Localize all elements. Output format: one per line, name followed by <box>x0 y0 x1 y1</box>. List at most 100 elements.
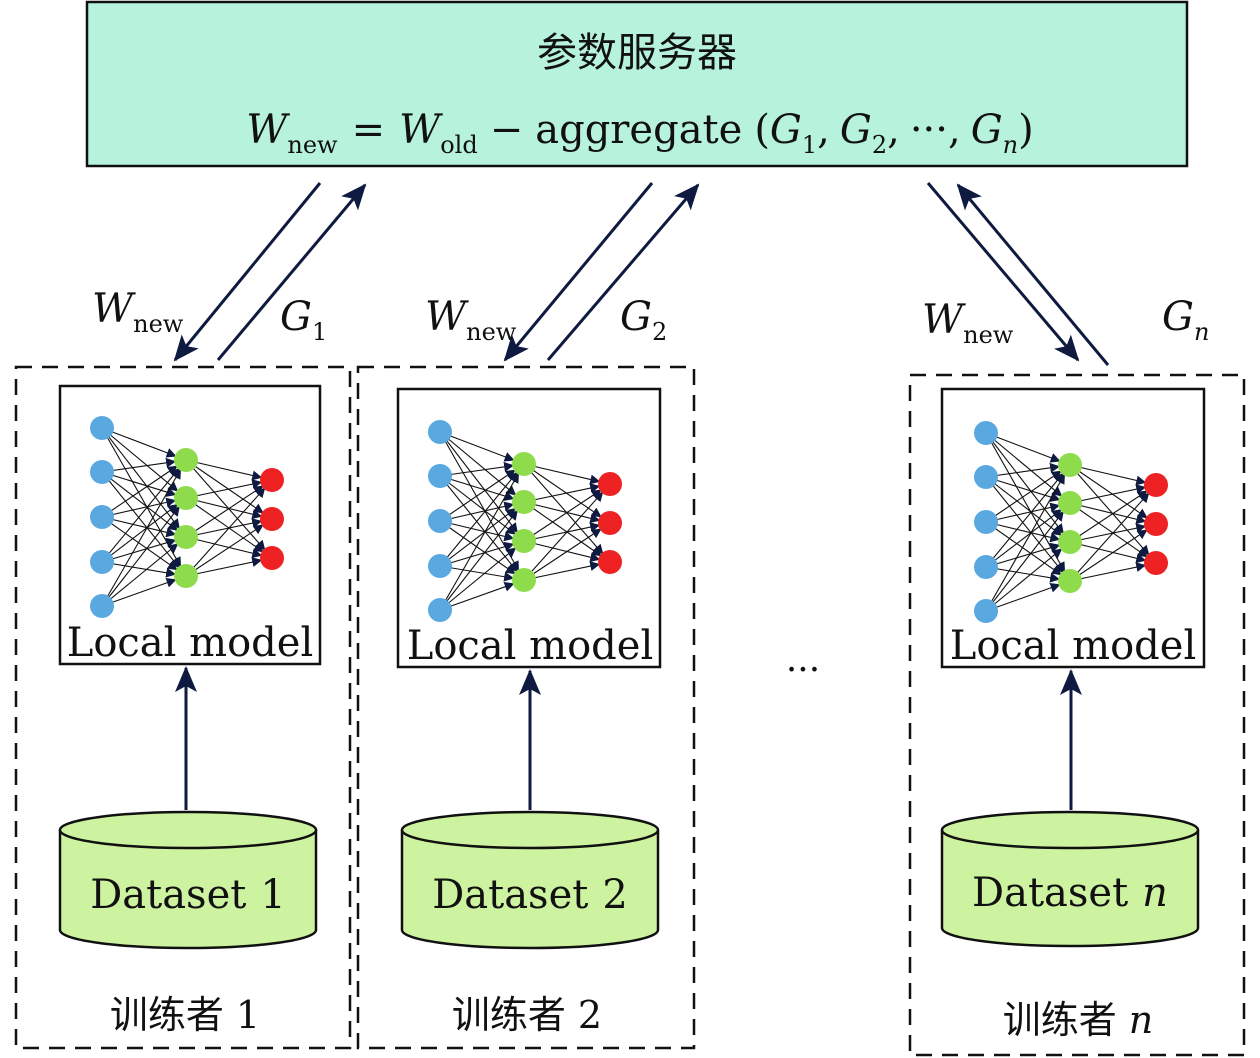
nn-connection <box>1069 484 1147 504</box>
nn-connection <box>185 536 263 559</box>
nn-input-node <box>428 554 452 578</box>
nn-connection <box>439 469 516 522</box>
nn-connection <box>523 501 602 557</box>
nn-connection <box>185 557 263 577</box>
nn-connection <box>101 561 177 578</box>
nn-connection <box>439 461 515 477</box>
nn-connection <box>101 537 177 563</box>
label-wnew-1: Wnew <box>92 286 184 338</box>
arrow-up-g1 <box>216 183 367 361</box>
nn-output-node <box>1144 473 1168 497</box>
nn-connection <box>101 427 180 530</box>
nn-connection <box>1069 523 1147 543</box>
nn-connection <box>101 427 179 492</box>
nn-connection <box>985 583 1061 612</box>
nn-connection <box>523 540 601 563</box>
nn-connection <box>985 462 1061 478</box>
local-model-label-n: Local model <box>950 623 1196 669</box>
label-g2: G2 <box>620 294 667 346</box>
nn-connection <box>1069 502 1148 558</box>
nn-connection <box>101 504 179 563</box>
nn-output-node <box>1144 512 1168 536</box>
nn-connection <box>185 479 263 499</box>
nn-connection <box>985 470 1062 523</box>
nn-connection <box>985 548 1063 612</box>
nn-connection <box>185 524 264 577</box>
nn-connection <box>439 541 515 567</box>
nn-output-node <box>260 507 284 531</box>
nn-connection <box>185 459 263 481</box>
nn-connection <box>1069 464 1150 556</box>
neural-network-icon <box>428 420 622 622</box>
nn-connection <box>985 432 1063 497</box>
nn-connection <box>523 501 601 524</box>
nn-connection <box>101 497 177 518</box>
nn-output-node <box>598 511 622 535</box>
local-model-label-1: Local model <box>67 620 313 666</box>
nn-connection <box>439 431 518 534</box>
nn-connection <box>523 528 602 581</box>
nn-connection <box>523 463 604 555</box>
label-g1: G1 <box>280 294 327 346</box>
nn-input-node <box>974 421 998 445</box>
nn-input-node <box>90 460 114 484</box>
nn-connection <box>985 566 1061 583</box>
local-model-label-2: Local model <box>407 623 653 669</box>
nn-connection <box>101 578 177 607</box>
label-wnew-2: Wnew <box>425 294 517 346</box>
neural-network-icon <box>90 416 284 618</box>
nn-connection <box>1069 541 1147 564</box>
nn-output-node <box>260 546 284 570</box>
ellipsis: ··· <box>786 650 820 691</box>
nn-connection <box>439 520 515 542</box>
nn-connection <box>439 508 517 567</box>
nn-input-node <box>428 420 452 444</box>
nn-output-node <box>260 468 284 492</box>
nn-connection <box>985 521 1062 576</box>
parameter-server: 参数服务器 Wnew=Wold−aggregate(G1,G2,···,Gn) <box>85 0 1189 168</box>
nn-input-node <box>974 510 998 534</box>
arrow-down-wnew-n <box>926 182 1080 362</box>
nn-input-node <box>974 465 998 489</box>
link-2: Wnew G2 <box>425 182 700 362</box>
nn-connection <box>439 471 518 567</box>
nn-connection <box>439 475 517 535</box>
nn-hidden-node <box>512 568 536 592</box>
nn-connection <box>439 475 518 573</box>
label-gn: Gn <box>1162 294 1209 346</box>
nn-input-node <box>90 594 114 618</box>
nn-connection <box>439 501 515 522</box>
nn-input-node <box>90 416 114 440</box>
link-n: Wnew Gn <box>922 182 1209 366</box>
nn-connection <box>439 547 517 611</box>
server-title: 参数服务器 <box>537 30 737 76</box>
nn-connection <box>1069 464 1147 486</box>
nn-connection <box>523 463 601 485</box>
nn-connection <box>985 476 1061 502</box>
nn-hidden-node <box>174 486 198 510</box>
nn-connection <box>185 459 264 514</box>
nn-hidden-node <box>512 529 536 553</box>
nn-connection <box>439 509 518 611</box>
nn-connection <box>985 509 1063 568</box>
trainer-1-boundary <box>14 365 352 1050</box>
nn-connection <box>985 473 1066 612</box>
nn-connection <box>523 489 602 542</box>
nn-connection <box>101 467 180 563</box>
nn-input-node <box>974 599 998 623</box>
nn-connection <box>985 476 1064 574</box>
nn-connection <box>101 427 177 458</box>
nn-hidden-node <box>1058 491 1082 515</box>
nn-hidden-node <box>512 452 536 476</box>
label-wnew-n: Wnew <box>922 297 1014 349</box>
nn-connection <box>101 471 177 497</box>
nn-connection <box>439 582 515 611</box>
